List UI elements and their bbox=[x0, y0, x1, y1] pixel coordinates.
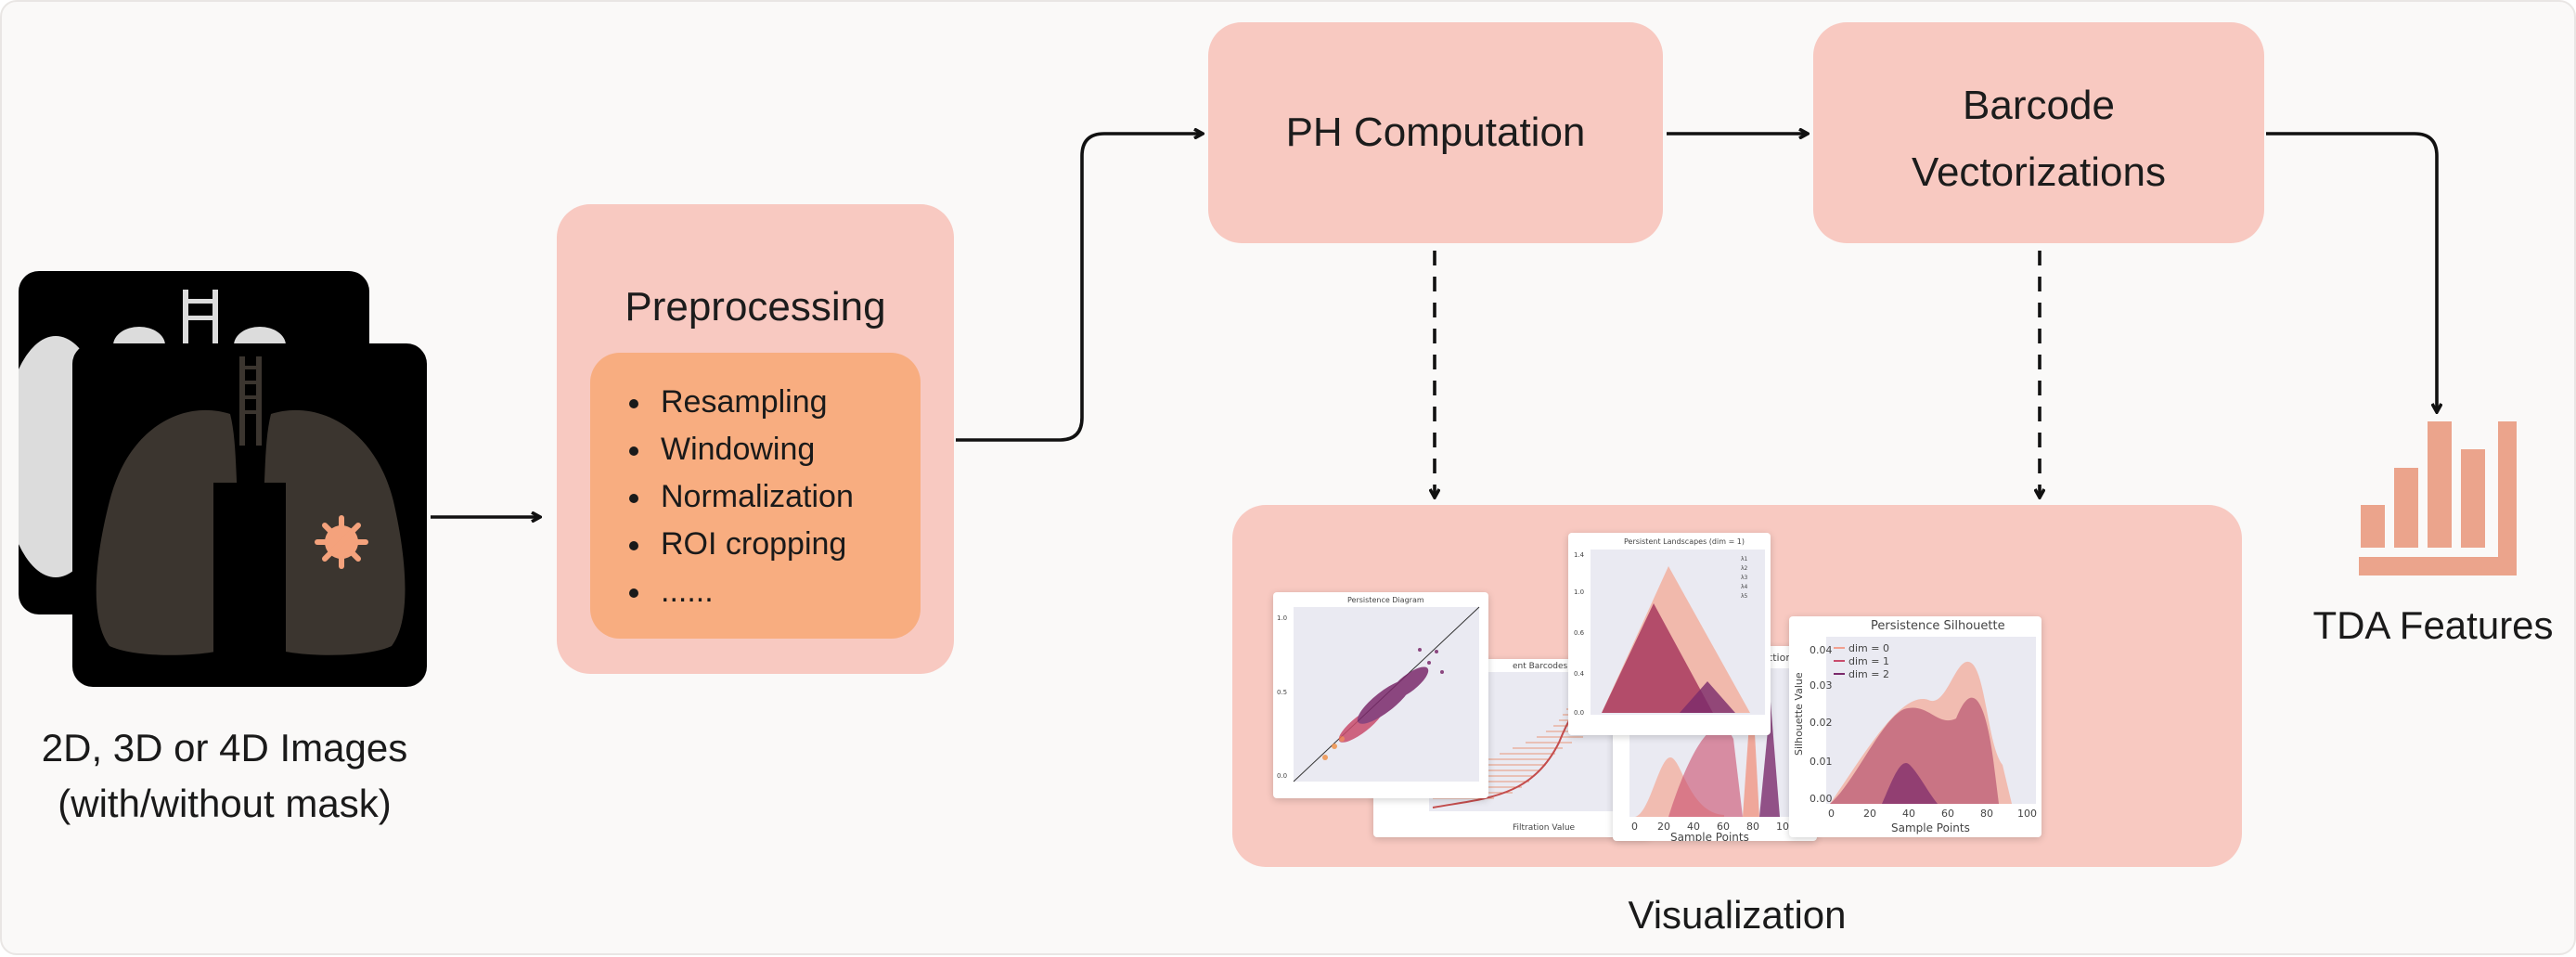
svg-text:80: 80 bbox=[1980, 808, 1993, 820]
barcode-title-line2: Vectorizations bbox=[1912, 149, 2166, 195]
svg-text:0.00: 0.00 bbox=[1810, 793, 1833, 805]
svg-text:λ3: λ3 bbox=[1741, 575, 1748, 581]
svg-text:1.0: 1.0 bbox=[1277, 614, 1287, 622]
legend-dim2: dim = 2 bbox=[1848, 668, 1889, 680]
legend-dim0: dim = 0 bbox=[1848, 642, 1889, 654]
svg-text:0.0: 0.0 bbox=[1277, 772, 1287, 780]
thumbnail-landscapes: Persistent Landscapes (dim = 1) 1.4 1.0 0.… bbox=[1568, 533, 1771, 735]
preprocessing-step: Windowing bbox=[627, 426, 921, 473]
preprocessing-box: Preprocessing Resampling Windowing Norma… bbox=[557, 204, 954, 674]
input-caption-line1: 2D, 3D or 4D Images bbox=[41, 726, 408, 769]
svg-text:λ1: λ1 bbox=[1741, 556, 1748, 563]
svg-text:20: 20 bbox=[1863, 808, 1876, 820]
svg-text:0: 0 bbox=[1631, 821, 1638, 833]
persistence-diagram-title: Persistence Diagram bbox=[1347, 596, 1424, 604]
svg-text:60: 60 bbox=[1717, 821, 1730, 833]
thumbnail-silhouette: Persistence Silhouette dim = 0 dim = 1 d… bbox=[1789, 616, 2041, 837]
arrow-barcode-to-features bbox=[2266, 132, 2437, 412]
legend-dim1: dim = 1 bbox=[1848, 655, 1889, 667]
svg-text:0.6: 0.6 bbox=[1574, 629, 1585, 637]
svg-text:40: 40 bbox=[1902, 808, 1915, 820]
lesion-icon bbox=[315, 515, 368, 569]
svg-text:1.4: 1.4 bbox=[1574, 551, 1585, 559]
svg-text:0.02: 0.02 bbox=[1810, 717, 1833, 729]
ph-computation-box: PH Computation bbox=[1208, 22, 1663, 243]
svg-text:0.4: 0.4 bbox=[1574, 670, 1585, 678]
landscapes-title: Persistent Landscapes (dim = 1) bbox=[1624, 537, 1745, 546]
visualization-label: Visualization bbox=[1628, 893, 1847, 937]
svg-text:80: 80 bbox=[1746, 821, 1759, 833]
silhouette-title: Persistence Silhouette bbox=[1871, 619, 2005, 633]
preprocessing-step: ...... bbox=[627, 568, 921, 615]
svg-text:60: 60 bbox=[1941, 808, 1954, 820]
diagram-points bbox=[1322, 648, 1444, 760]
preprocessing-steps-panel: Resampling Windowing Normalization ROI c… bbox=[590, 353, 921, 639]
silhouette-legend: dim = 0 dim = 1 dim = 2 bbox=[1834, 642, 1889, 680]
ph-computation-title: PH Computation bbox=[1285, 110, 1586, 155]
svg-text:λ2: λ2 bbox=[1741, 565, 1748, 572]
arrow-preprocessing-to-ph bbox=[956, 134, 1203, 442]
input-image-front bbox=[72, 343, 427, 687]
input-caption-line2: (with/without mask) bbox=[58, 782, 392, 825]
left-lung-shape bbox=[96, 409, 241, 655]
tda-features-label: TDA Features bbox=[2312, 603, 2554, 647]
barcode-title: Barcode Vectorizations bbox=[1813, 72, 2264, 206]
barcode-title-line1: Barcode bbox=[1963, 83, 2115, 128]
input-caption: 2D, 3D or 4D Images (with/without mask) bbox=[2, 720, 447, 832]
barcodes-xlabel: Filtration Value bbox=[1513, 823, 1576, 833]
svg-text:0.03: 0.03 bbox=[1810, 679, 1833, 692]
svg-text:20: 20 bbox=[1657, 821, 1670, 833]
betti-function-xlabel: Sample Points bbox=[1670, 831, 1749, 841]
preprocessing-step: Resampling bbox=[627, 379, 921, 426]
silhouette-xlabel: Sample Points bbox=[1891, 821, 1970, 834]
preprocessing-step: Normalization bbox=[627, 473, 921, 521]
svg-text:0.04: 0.04 bbox=[1810, 644, 1833, 656]
svg-text:λ4: λ4 bbox=[1741, 584, 1748, 590]
svg-text:1.0: 1.0 bbox=[1574, 588, 1584, 596]
silhouette-ylabel: Silhouette Value bbox=[1793, 672, 1805, 756]
svg-text:0.01: 0.01 bbox=[1810, 756, 1833, 768]
svg-text:100: 100 bbox=[2017, 808, 2037, 820]
trachea-icon bbox=[239, 356, 262, 446]
thumbnail-persistence-diagram: Persistence Diagram 1.0 0.5 0.0 bbox=[1273, 592, 1488, 798]
svg-text:0.0: 0.0 bbox=[1574, 709, 1584, 717]
svg-text:0: 0 bbox=[1828, 808, 1835, 820]
barcodes-title: ent Barcodes bbox=[1513, 662, 1568, 671]
preprocessing-steps-list: Resampling Windowing Normalization ROI c… bbox=[590, 353, 921, 615]
svg-text:40: 40 bbox=[1687, 821, 1700, 833]
barcode-vectorizations-box: Barcode Vectorizations bbox=[1813, 22, 2264, 243]
visualization-box: ent Barcodes Filtration Value bbox=[1232, 505, 2242, 867]
svg-text:λ5: λ5 bbox=[1741, 593, 1748, 600]
svg-text:0.5: 0.5 bbox=[1277, 689, 1287, 696]
preprocessing-title: Preprocessing bbox=[625, 284, 886, 330]
preprocessing-step: ROI cropping bbox=[627, 521, 921, 568]
